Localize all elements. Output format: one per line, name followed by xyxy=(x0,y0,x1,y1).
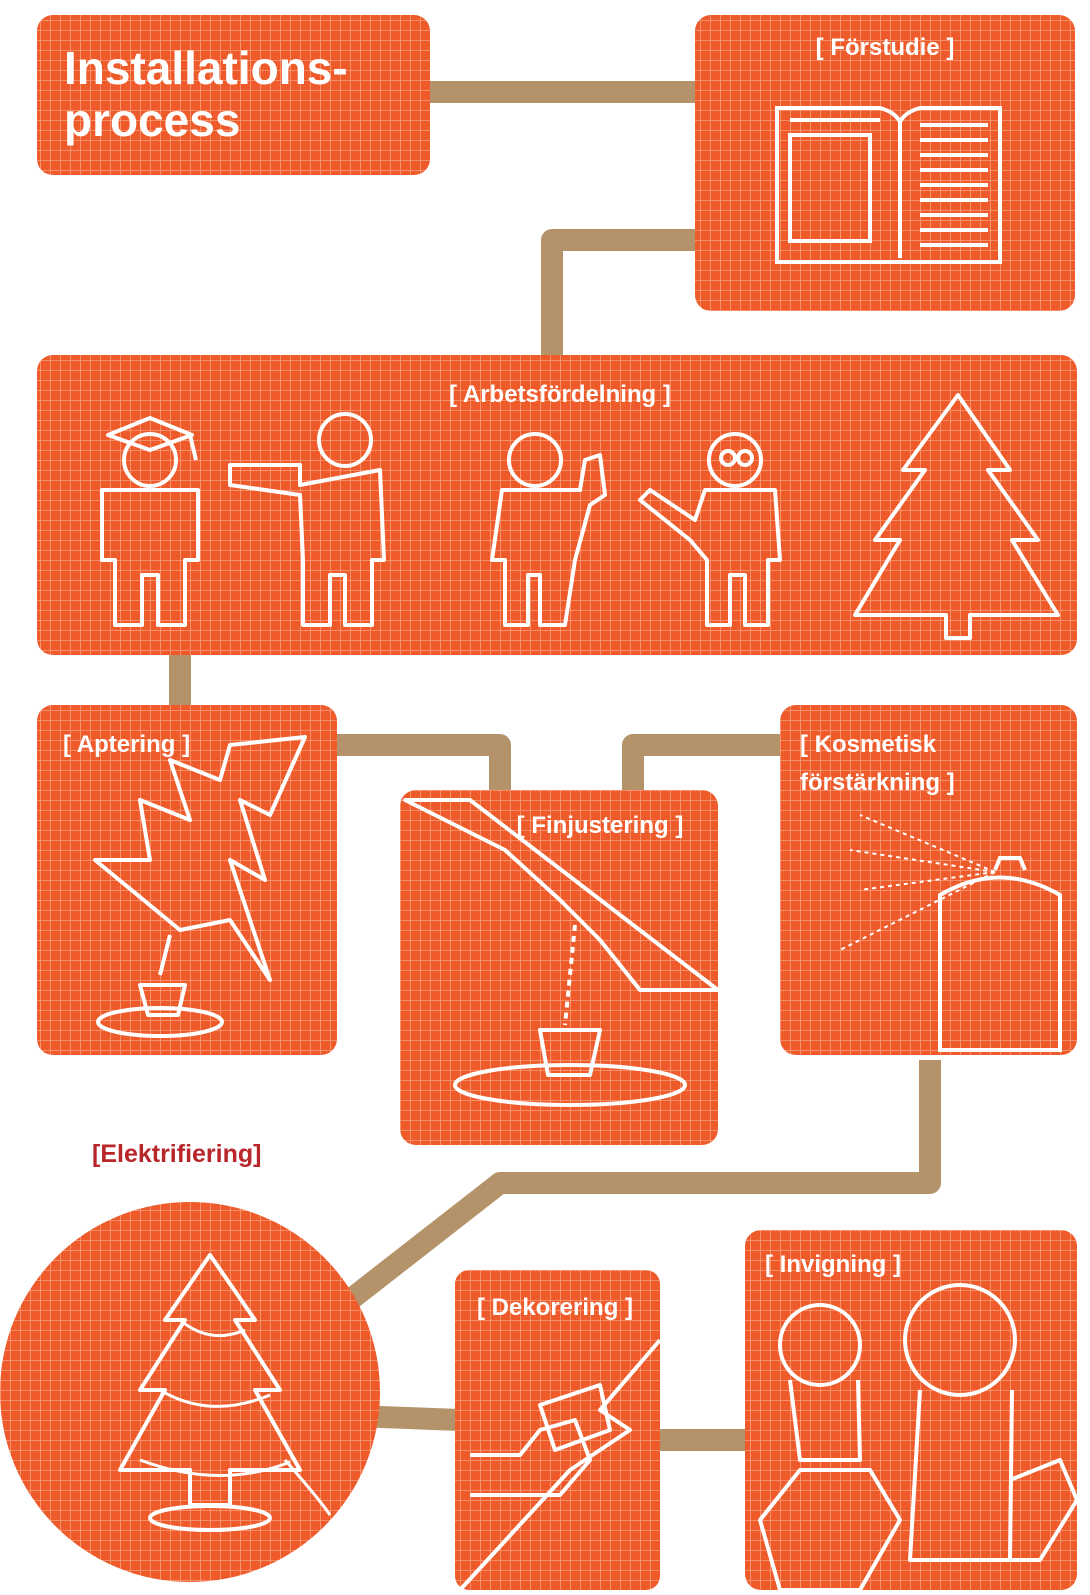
step-arbetsfordelning: [ Arbetsfördelning ] xyxy=(37,355,1077,655)
step-label: [ Arbetsfördelning ] xyxy=(449,381,671,408)
step-label-line2: förstärkning ] xyxy=(800,769,955,796)
step-elektrifiering xyxy=(0,1202,380,1582)
step-forstudie: [ Förstudie ] xyxy=(695,15,1075,311)
step-label: [ Förstudie ] xyxy=(816,34,955,61)
title-line2: process xyxy=(64,94,240,146)
step-label-line1: [ Kosmetisk xyxy=(800,731,937,758)
step-kosmetisk: [ Kosmetisk förstärkning ] xyxy=(780,705,1077,1055)
step-label: [ Aptering ] xyxy=(63,731,190,758)
step-invigning: [ Invigning ] xyxy=(745,1230,1077,1590)
step-label: [ Finjustering ] xyxy=(517,812,684,839)
step-finjustering: [ Finjustering ] xyxy=(400,790,718,1145)
step-aptering: [ Aptering ] xyxy=(37,705,337,1055)
step-label: [ Dekorering ] xyxy=(477,1294,633,1321)
title-panel: Installations- process xyxy=(37,15,430,175)
title-line1: Installations- xyxy=(64,42,348,94)
step-label: [ Invigning ] xyxy=(765,1251,901,1278)
step-dekorering: [ Dekorering ] xyxy=(455,1270,660,1590)
elektrifiering-label: [Elektrifiering] xyxy=(92,1140,261,1169)
connector-forstudie-arbetsfordelning xyxy=(552,240,700,360)
